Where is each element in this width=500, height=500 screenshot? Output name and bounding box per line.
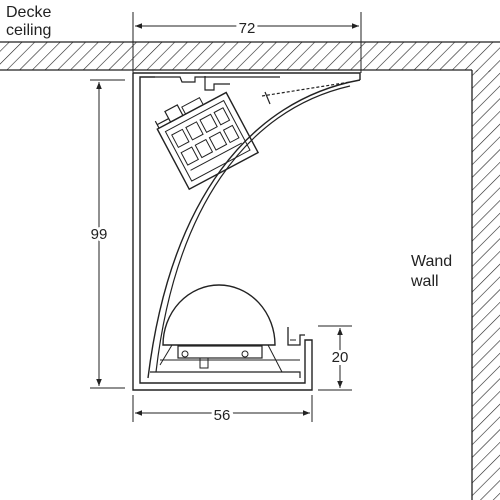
dimension-side-height-label: 20 <box>332 349 349 366</box>
connector-block <box>154 91 260 191</box>
led-profile <box>132 72 361 391</box>
ceiling-label-en: ceiling <box>6 22 51 39</box>
dimension-top-width: 72 <box>132 12 362 73</box>
wall-label-en: wall <box>410 273 439 290</box>
ceiling-slab <box>0 41 500 72</box>
dimension-top-width-label: 72 <box>239 20 256 37</box>
ceiling-label-de: Decke <box>6 4 51 21</box>
wall-slab <box>471 70 500 500</box>
dimension-bottom-width-label: 56 <box>214 407 231 424</box>
dimension-side-height: 20 <box>318 325 352 391</box>
dimension-bottom-width: 56 <box>132 395 313 427</box>
wall-label-de: Wand <box>411 253 452 270</box>
dimension-height-label: 99 <box>91 226 108 243</box>
dimension-height: 99 <box>88 79 125 389</box>
